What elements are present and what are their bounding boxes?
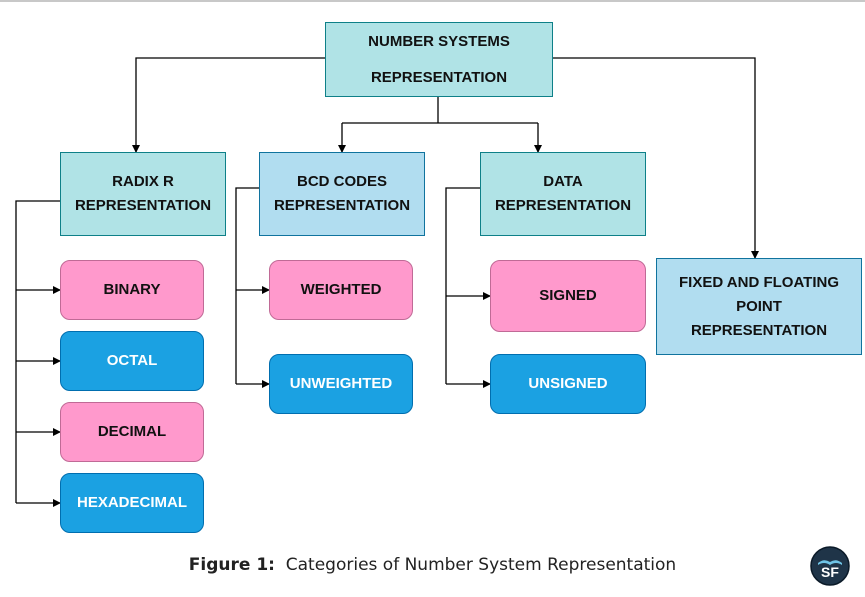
radix-node: RADIX R REPRESENTATION xyxy=(60,152,226,236)
decimal-node: DECIMAL xyxy=(60,402,204,462)
weighted-node: WEIGHTED xyxy=(269,260,413,320)
edge-root-fixed-float xyxy=(553,57,759,259)
bcd-node: BCD CODES REPRESENTATION xyxy=(259,152,425,236)
binary-node: BINARY xyxy=(60,260,204,320)
unsigned-node: UNSIGNED xyxy=(490,354,646,414)
bcd-bracket xyxy=(235,187,259,384)
sf-logo-icon: SF xyxy=(810,546,850,586)
caption-label: Figure 1: xyxy=(188,555,275,575)
edge-root-radix xyxy=(132,57,325,153)
fixed-float-node: FIXED AND FLOATING POINT REPRESENTATION xyxy=(656,258,862,355)
figure-caption: Figure 1: Categories of Number System Re… xyxy=(0,555,865,575)
root-node: NUMBER SYSTEMS REPRESENTATION xyxy=(325,22,553,97)
data-node: DATA REPRESENTATION xyxy=(480,152,646,236)
unweighted-node: UNWEIGHTED xyxy=(269,354,413,414)
caption-text: Categories of Number System Representati… xyxy=(285,555,677,575)
top-border xyxy=(0,0,865,2)
octal-node: OCTAL xyxy=(60,331,204,391)
hexadecimal-node: HEXADECIMAL xyxy=(60,473,204,533)
signed-node: SIGNED xyxy=(490,260,646,332)
radix-bracket xyxy=(15,200,60,503)
logo-text: SF xyxy=(821,564,839,580)
data-bracket xyxy=(445,187,480,384)
